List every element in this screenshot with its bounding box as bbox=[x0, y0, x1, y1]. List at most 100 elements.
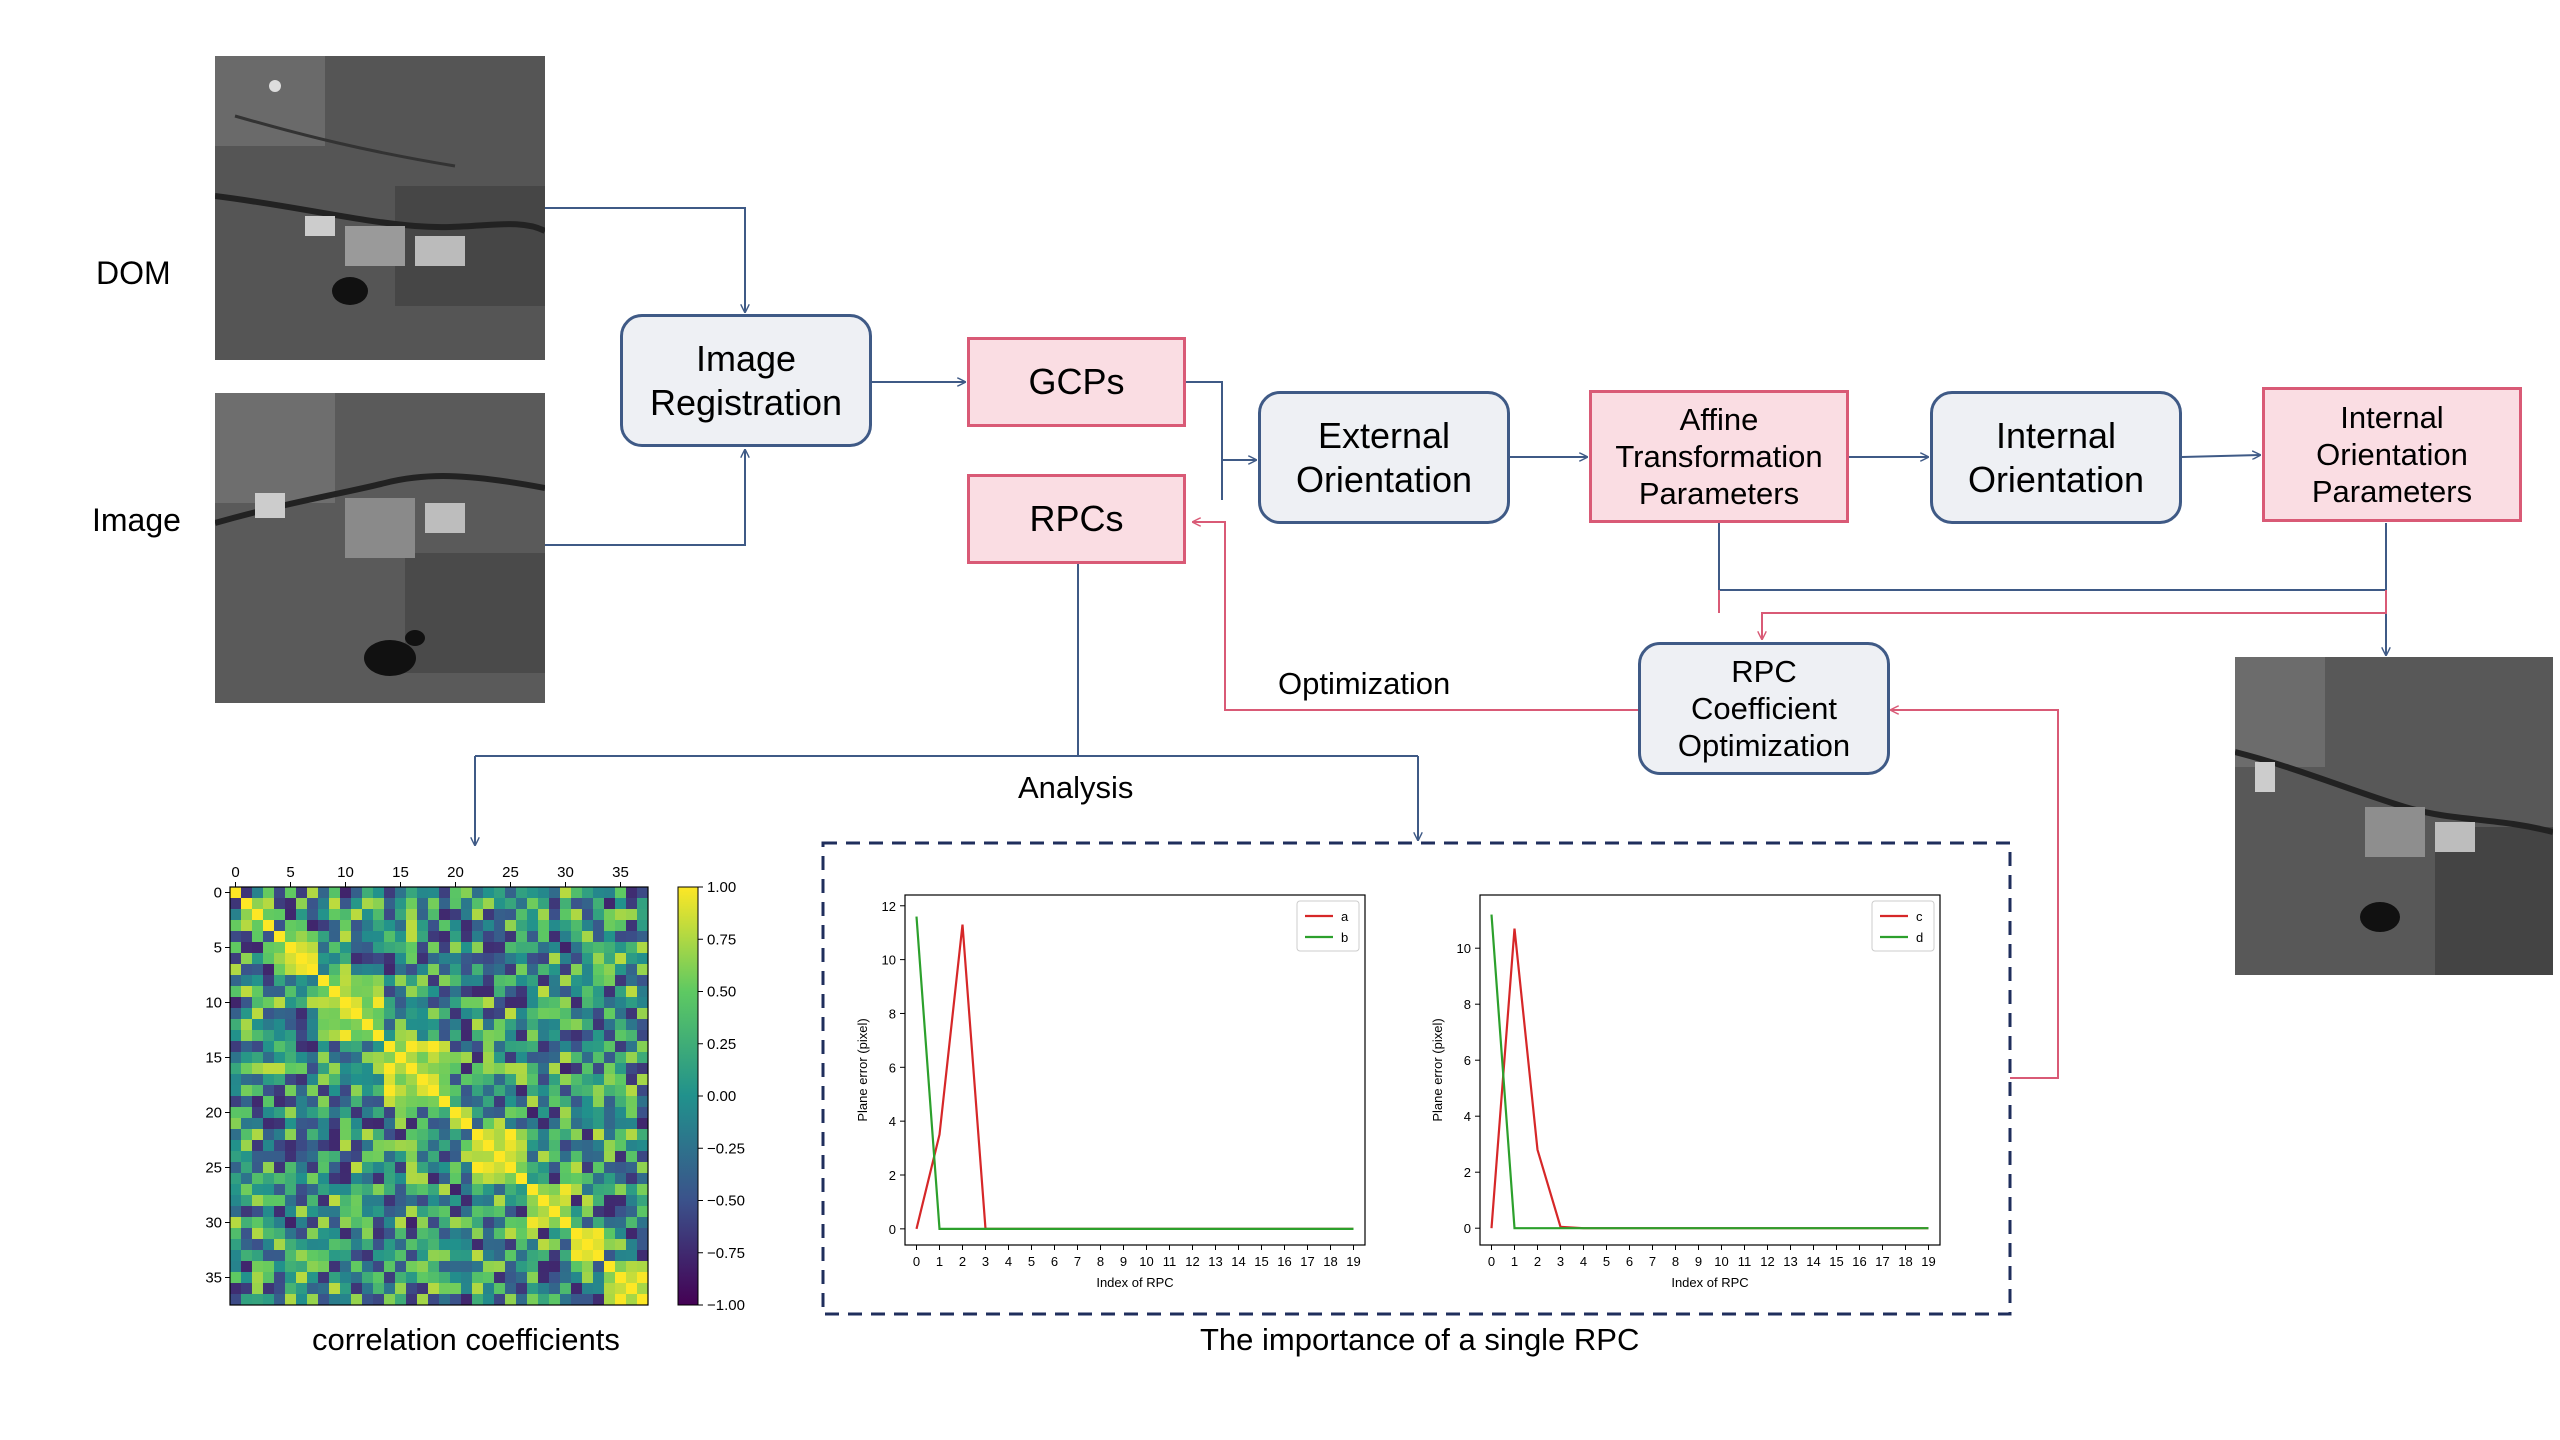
heatmap-cell bbox=[395, 931, 407, 943]
heatmap-cell bbox=[527, 1173, 539, 1185]
heatmap-cell bbox=[571, 1206, 583, 1218]
heatmap-cell bbox=[593, 1184, 605, 1196]
heatmap-cell bbox=[241, 1030, 253, 1042]
result-satellite-image bbox=[2235, 657, 2553, 975]
heatmap-cell bbox=[241, 1294, 253, 1306]
heatmap-cell bbox=[241, 1118, 253, 1130]
heatmap-cell bbox=[582, 1096, 594, 1108]
heatmap-cell bbox=[395, 1261, 407, 1273]
heatmap-cell bbox=[494, 931, 506, 943]
heatmap-cell bbox=[494, 1294, 506, 1306]
heatmap-cell bbox=[263, 1184, 275, 1196]
heatmap-cell bbox=[483, 1129, 495, 1141]
heatmap-cell bbox=[373, 1239, 385, 1251]
heatmap-cell bbox=[637, 1140, 649, 1152]
heatmap-cell bbox=[373, 1228, 385, 1240]
heatmap-cell bbox=[241, 1140, 253, 1152]
heatmap-cell bbox=[494, 1118, 506, 1130]
heatmap-cell bbox=[252, 1129, 264, 1141]
heatmap-cell bbox=[483, 1162, 495, 1174]
y-tick-label: 8 bbox=[889, 1006, 896, 1021]
heatmap-cell bbox=[417, 1140, 429, 1152]
arrow-image-to-registration bbox=[545, 450, 745, 546]
heatmap-cell bbox=[571, 887, 583, 899]
heatmap-cell bbox=[252, 975, 264, 987]
heatmap-cell bbox=[560, 1217, 572, 1229]
heatmap-cell bbox=[560, 1151, 572, 1163]
heatmap-cell bbox=[604, 1173, 616, 1185]
heatmap-cell bbox=[439, 920, 451, 932]
heatmap-cell bbox=[241, 1041, 253, 1053]
heatmap-cell bbox=[285, 1162, 297, 1174]
heatmap-cell bbox=[362, 1272, 374, 1284]
heatmap-cell bbox=[527, 986, 539, 998]
heatmap-cell bbox=[516, 1096, 528, 1108]
heatmap-cell bbox=[615, 1228, 627, 1240]
heatmap-cell bbox=[406, 1272, 418, 1284]
heatmap-cell bbox=[494, 1151, 506, 1163]
heatmap-cell bbox=[285, 986, 297, 998]
heatmap-cell bbox=[593, 920, 605, 932]
heatmap-cell bbox=[285, 1129, 297, 1141]
heatmap-cell bbox=[318, 1162, 330, 1174]
heatmap-cell bbox=[450, 1173, 462, 1185]
heatmap-cell bbox=[483, 931, 495, 943]
heatmap-cell bbox=[538, 1250, 550, 1262]
heatmap-cell bbox=[483, 1261, 495, 1273]
heatmap-cell bbox=[373, 1151, 385, 1163]
heatmap-cell bbox=[329, 1063, 341, 1075]
heatmap-cell bbox=[274, 1107, 286, 1119]
heatmap-cell bbox=[274, 887, 286, 899]
heatmap-cell bbox=[318, 1052, 330, 1064]
heatmap-cell bbox=[626, 1272, 638, 1284]
heatmap-cell bbox=[252, 1239, 264, 1251]
heatmap-cell bbox=[582, 1140, 594, 1152]
heatmap-cell bbox=[450, 986, 462, 998]
heatmap-cell bbox=[428, 1283, 440, 1295]
heatmap-cell bbox=[230, 909, 242, 921]
heatmap-cell bbox=[571, 1129, 583, 1141]
heatmap-cell bbox=[593, 997, 605, 1009]
heatmap-cell bbox=[626, 986, 638, 998]
heatmap-cell bbox=[362, 1052, 374, 1064]
heatmap-cell bbox=[461, 887, 473, 899]
x-tick-label: 5 bbox=[1603, 1254, 1610, 1269]
heatmap-cell bbox=[263, 1151, 275, 1163]
heatmap-cell bbox=[626, 909, 638, 921]
heatmap-cell bbox=[318, 1107, 330, 1119]
heatmap-cell bbox=[450, 1140, 462, 1152]
heatmap-cell bbox=[527, 1074, 539, 1086]
heatmap-cell bbox=[318, 1074, 330, 1086]
heatmap-cell bbox=[560, 1140, 572, 1152]
arrow-analysis-to-optimization bbox=[1891, 710, 2059, 1079]
heatmap-cell bbox=[582, 1063, 594, 1075]
heatmap-cell bbox=[362, 1217, 374, 1229]
heatmap-cell bbox=[582, 1184, 594, 1196]
heatmap-cell bbox=[461, 1074, 473, 1086]
heatmap-cell bbox=[274, 1118, 286, 1130]
heatmap-cell bbox=[384, 975, 396, 987]
heatmap-cell bbox=[395, 1096, 407, 1108]
heatmap-cell bbox=[384, 1228, 396, 1240]
heatmap-cell bbox=[252, 942, 264, 954]
heatmap-cell bbox=[472, 909, 484, 921]
heatmap-cell bbox=[230, 1118, 242, 1130]
heatmap-cell bbox=[604, 1008, 616, 1020]
heatmap-cell bbox=[582, 1250, 594, 1262]
heatmap-cell bbox=[274, 1162, 286, 1174]
heatmap-cell bbox=[428, 1085, 440, 1097]
heatmap-cell bbox=[615, 1074, 627, 1086]
heatmap-cell bbox=[604, 1019, 616, 1031]
heatmap-cell bbox=[296, 1008, 308, 1020]
heatmap-cell bbox=[252, 1096, 264, 1108]
heatmap-cell bbox=[538, 953, 550, 965]
heatmap-cell bbox=[285, 1074, 297, 1086]
heatmap-cell bbox=[406, 1239, 418, 1251]
heatmap-cell bbox=[527, 1129, 539, 1141]
heatmap-cell bbox=[483, 1250, 495, 1262]
heatmap-cell bbox=[472, 1195, 484, 1207]
heatmap-cell bbox=[472, 953, 484, 965]
heatmap-cell bbox=[450, 942, 462, 954]
heatmap-cell bbox=[450, 964, 462, 976]
heatmap-cell bbox=[274, 1272, 286, 1284]
